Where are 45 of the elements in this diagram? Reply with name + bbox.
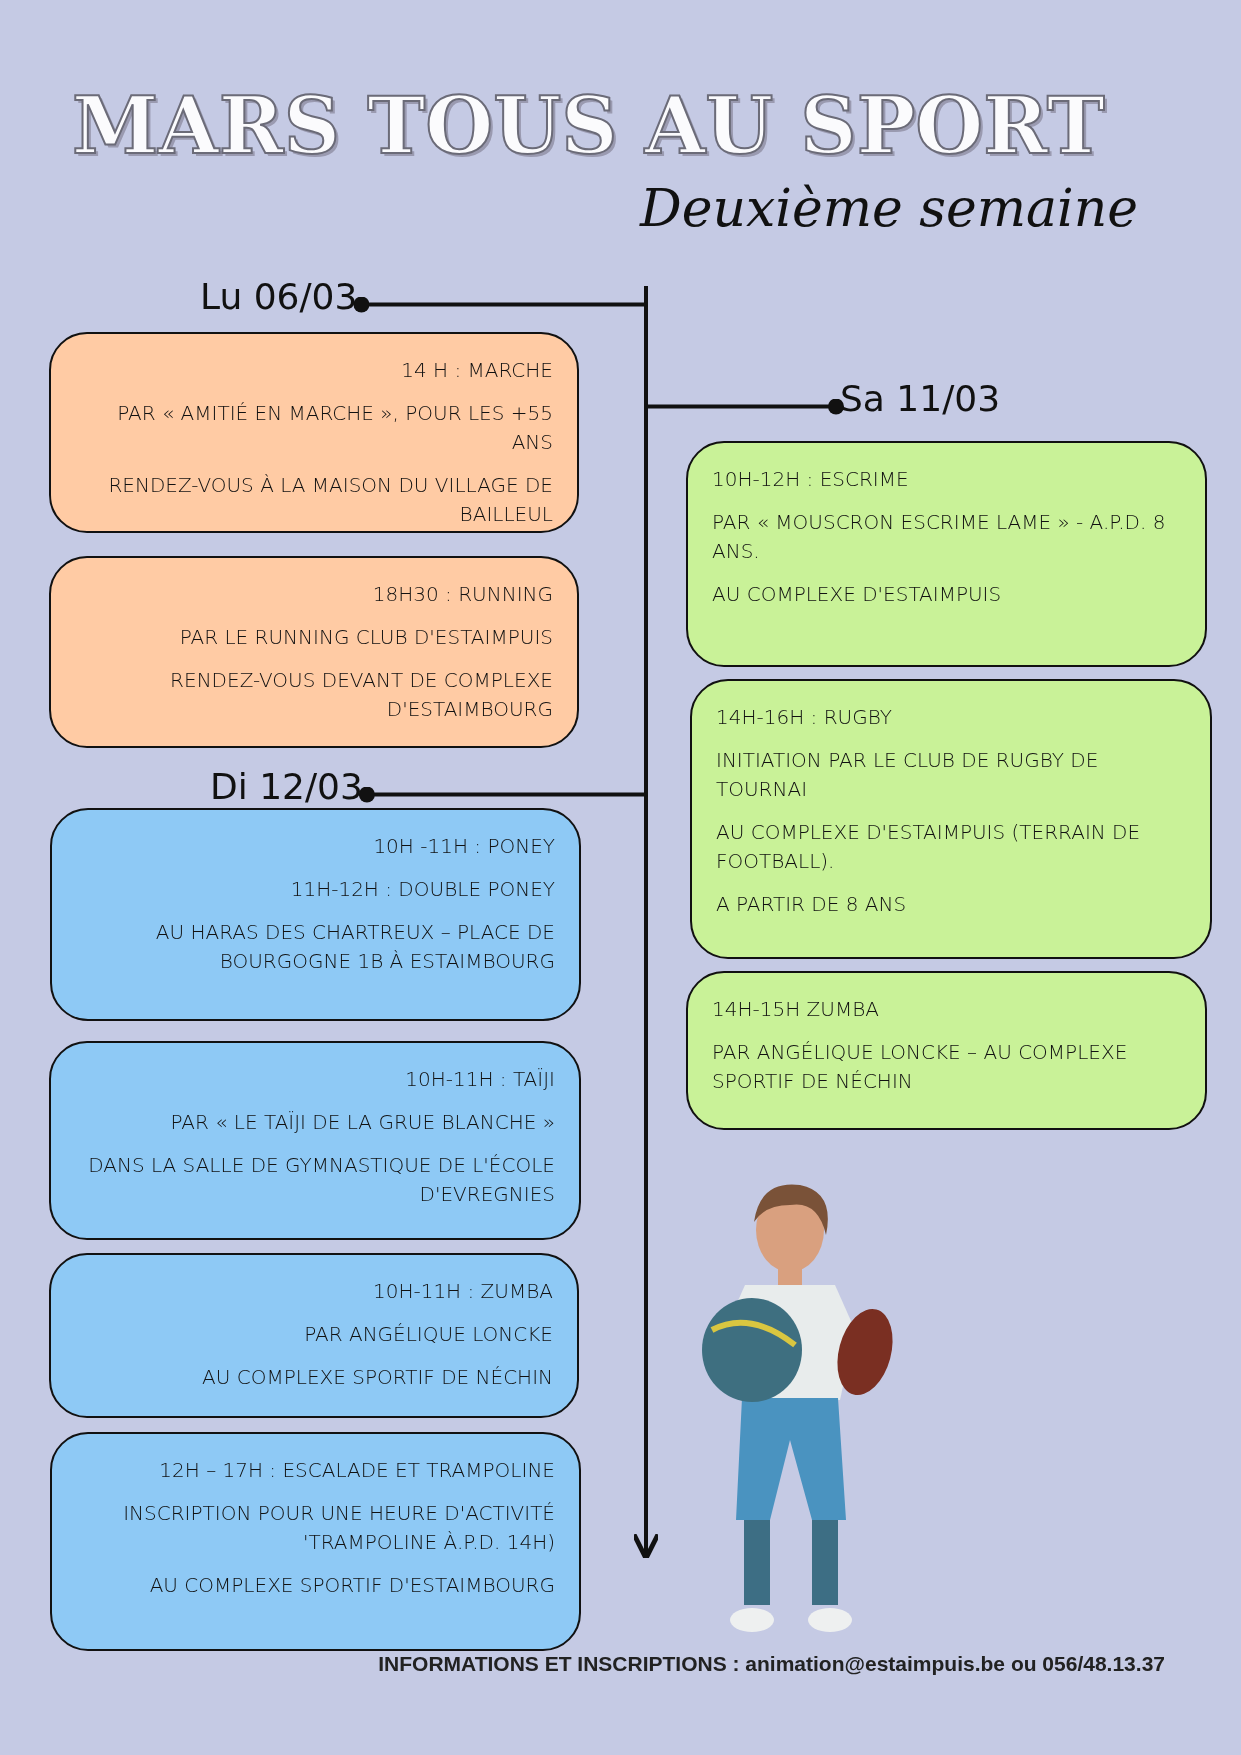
event-detail: INITIATION PAR LE CLUB DE RUGBY DE TOURNAI <box>716 747 1100 803</box>
title: MARS TOUS AU SPORT <box>72 80 1105 171</box>
event-card <box>690 679 1212 959</box>
day-label: Sa 11/03 <box>840 378 1001 419</box>
event-detail: AU COMPLEXE SPORTIF DE NÉCHIN <box>201 1364 553 1391</box>
event-card <box>686 441 1207 667</box>
event-card <box>49 332 579 533</box>
event-detail: PAR ANGÉLIQUE LONCKE – AU COMPLEXE SPORTIF DE NÉCHIN <box>712 1039 1129 1095</box>
event-heading: 14 H : MARCHE <box>400 357 553 384</box>
event-detail: 11H-12H : DOUBLE PONEY <box>289 876 555 903</box>
event-detail: PAR LE RUNNING CLUB D'ESTAIMPUIS <box>178 624 553 651</box>
timeline-branch <box>646 398 844 415</box>
event-detail: PAR ANGÉLIQUE LONCKE <box>303 1321 553 1348</box>
event-detail: RENDEZ-VOUS DEVANT DE COMPLEXE D'ESTAIMBOURG <box>169 667 553 723</box>
event-detail: RENDEZ-VOUS À LA MAISON DU VILLAGE DE BAILLEUL <box>107 472 553 528</box>
event-detail: DANS LA SALLE DE GYMNASTIQUE DE L'ÉCOLE D'EVREGNIES <box>87 1152 555 1208</box>
event-heading: 10H-11H : TAÏJI <box>404 1066 555 1093</box>
event-detail: AU HARAS DES CHARTREUX – PLACE DE BOURGOGNE 1B À ESTAIMBOURG <box>154 919 555 975</box>
event-detail: AU COMPLEXE D'ESTAIMPUIS (TERRAIN DE FOOTBALL). <box>716 819 1142 875</box>
event-heading: 10H -11H : PONEY <box>372 833 555 860</box>
event-detail: PAR « LE TAÏJI DE LA GRUE BLANCHE » <box>169 1109 555 1136</box>
timeline-branch <box>358 786 646 803</box>
event-detail: AU COMPLEXE D'ESTAIMPUIS <box>712 581 1003 608</box>
event-card <box>49 1253 579 1418</box>
event-heading: 14H-16H : RUGBY <box>716 704 893 731</box>
event-detail: PAR « MOUSCRON ESCRIME LAME » - A.P.D. 8 ANS. <box>712 509 1167 565</box>
day-label: Lu 06/03 <box>200 276 358 317</box>
day-label: Di 12/03 <box>210 766 363 807</box>
event-card <box>49 1041 581 1240</box>
timeline-branch <box>353 296 646 313</box>
event-detail: AU COMPLEXE SPORTIF D'ESTAIMBOURG <box>148 1572 555 1599</box>
event-heading: 10H-12H : ESCRIME <box>712 466 910 493</box>
event-card <box>686 971 1207 1130</box>
footer-text: INFORMATIONS ET INSCRIPTIONS : animation@estaimpuis.be ou 056/48.13.37 <box>378 1652 1165 1676</box>
event-detail: PAR « AMITIÉ EN MARCHE », POUR LES +55 ANS <box>116 400 553 456</box>
subtitle: Deuxième semaine <box>640 178 1138 238</box>
event-detail: A PARTIR DE 8 ANS <box>716 891 908 918</box>
event-card <box>50 1432 581 1651</box>
event-card <box>50 808 581 1021</box>
event-heading: 10H-11H : ZUMBA <box>371 1278 553 1305</box>
event-card <box>49 556 579 748</box>
event-heading: 14H-15H ZUMBA <box>712 996 880 1023</box>
event-heading: 12H – 17H : ESCALADE ET TRAMPOLINE <box>158 1457 555 1484</box>
event-detail: INSCRIPTION POUR UNE HEURE D'ACTIVITÉ 'TRAMPOLINE À.P.D. 14H) <box>122 1500 555 1556</box>
event-heading: 18H30 : RUNNING <box>371 581 553 608</box>
